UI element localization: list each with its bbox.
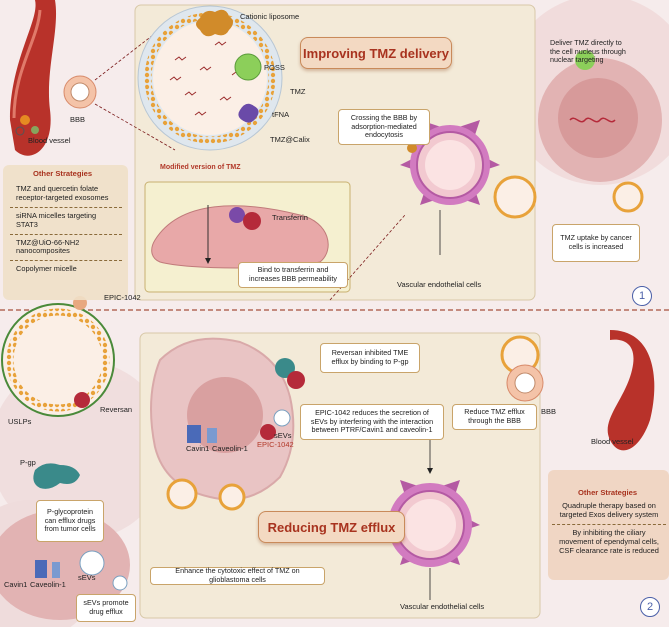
other-strategies-bg-bottom <box>548 470 669 580</box>
strategy-item: Quadruple therapy based on targeted Exos… <box>552 498 666 525</box>
uslps-label: USLPs <box>8 417 32 426</box>
nuclear-targeting-text: Deliver TMZ directly to the cell nucleus… <box>550 38 626 65</box>
bbb-label-bottom: BBB <box>541 407 557 416</box>
panel2-number: 2 <box>640 597 660 617</box>
enhance-box: Enhance the cytotoxic effect of TMZ on g… <box>150 567 325 585</box>
sevs-label-center: sEVs <box>274 431 292 440</box>
bind-transferrin-box: Bind to transferrin and increases BBB pe… <box>238 262 348 288</box>
endothelial-cell-shape <box>151 205 329 269</box>
reversan-box: Reversan inhibited TME efflux by binding… <box>320 343 420 373</box>
epic-label-top: EPIC-1042 <box>104 293 141 302</box>
sevs-promote-box: sEVs promote drug efflux <box>76 594 136 622</box>
modified-tmz-title: Modified version of TMZ <box>160 164 241 171</box>
other-strategies-list-bottom: Quadruple therapy based on targeted Exos… <box>552 498 666 559</box>
vascular-cross-bottom <box>380 480 480 567</box>
uslps-liposome <box>1 296 115 417</box>
epic-box: EPIC-1042 reduces the secretion of sEVs … <box>300 404 444 440</box>
cationic-liposome-label: Cationic liposome <box>240 12 300 21</box>
vascular-label-bottom: Vascular endothelial cells <box>400 602 485 611</box>
cavin1-label-center: Cavin1 <box>186 444 210 453</box>
strategy-item: TMZ@UiO-66-NH2 nanocomposites <box>10 235 122 262</box>
tumor-cell-central <box>150 337 305 511</box>
caveolin-label-left: Caveolin-1 <box>30 580 66 589</box>
strategy-item: Copolymer micelle <box>16 264 77 274</box>
tmz-label: TMZ <box>290 87 306 96</box>
other-strategies-title-top: Other Strategies <box>33 169 93 178</box>
bbb-inset-top <box>15 75 97 136</box>
tfna-shape <box>238 103 259 123</box>
vascular-label-top: Vascular endothelial cells <box>397 280 482 289</box>
panel2-title: Reducing TMZ efflux <box>258 511 405 543</box>
calix-label: TMZ@Calix <box>270 135 310 144</box>
vascular-cross-top <box>400 120 500 205</box>
crossing-bbb-box: Crossing the BBB by adsorption-mediated … <box>338 109 430 145</box>
cationic-liposome-shape <box>196 9 233 37</box>
panel1-title: Improving TMZ delivery <box>300 37 452 69</box>
blood-vessel-label-bottom: Blood vessel <box>591 437 634 446</box>
strategy-item: TMZ and quercetin folate receptor-target… <box>10 181 122 208</box>
other-strategies-bg-top <box>3 165 128 300</box>
blood-vessel-top-left <box>10 0 57 156</box>
cavin1-label-left: Cavin1 <box>4 580 28 589</box>
sevs-label-left: sEVs <box>78 573 96 582</box>
blood-vessel-bottom-right <box>500 330 655 451</box>
poss-shape <box>234 53 262 81</box>
tfna-label: tFNA <box>272 110 290 119</box>
caveolin-label-center: Caveolin-1 <box>212 444 248 453</box>
bbb-label-top: BBB <box>70 115 86 124</box>
reversan-label: Reversan <box>100 405 133 414</box>
strategy-item: By inhibiting the ciliary movement of ep… <box>559 527 659 555</box>
cancer-cell-top-right <box>493 50 662 219</box>
epic-label-center: EPIC-1042 <box>257 440 294 449</box>
other-strategies-list-top: TMZ and quercetin folate receptor-target… <box>10 181 122 278</box>
transferrin-purple <box>229 207 245 223</box>
transferrin-label: Transferrin <box>272 213 308 222</box>
panel1-number: 1 <box>632 286 652 306</box>
pgp-shape-left <box>33 463 80 489</box>
other-strategies-title-bottom: Other Strategies <box>578 488 638 497</box>
reduce-bbb-box: Reduce TMZ efflux through the BBB <box>452 404 537 430</box>
transferrin-red <box>243 212 261 230</box>
blood-vessel-label-top: Blood vessel <box>28 136 71 145</box>
uptake-box: TMZ uptake by cancer cells is increased <box>552 224 640 262</box>
strategy-item: siRNA micelles targeting STAT3 <box>10 208 122 235</box>
pgp-label: P-gp <box>20 458 36 467</box>
poss-label: POSS <box>264 63 285 72</box>
pgp-efflux-box: P-glycoprotein can efflux drugs from tum… <box>36 500 104 542</box>
